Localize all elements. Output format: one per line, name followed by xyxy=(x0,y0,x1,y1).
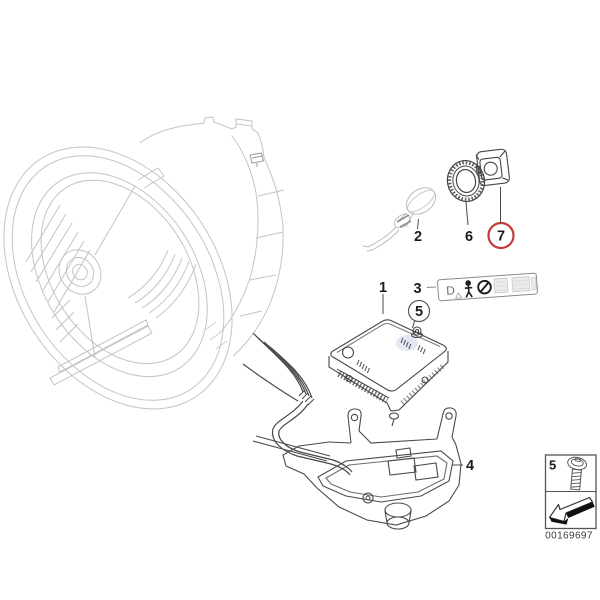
callout-3-label[interactable]: 3 xyxy=(413,281,421,297)
legend-box: 5 xyxy=(544,454,597,530)
wiring-harness-drawing xyxy=(242,332,353,476)
faded-symbol-blocks xyxy=(493,276,537,294)
bulb-drawing xyxy=(362,187,437,252)
screw-icon xyxy=(567,456,587,491)
callout-7-label[interactable]: 7 xyxy=(497,229,505,245)
cover-screw xyxy=(410,326,424,339)
warning-triangle-icon xyxy=(454,292,463,299)
highlight-circle xyxy=(487,221,515,250)
callout-1-label[interactable]: 1 xyxy=(379,280,387,296)
control-unit-drawing xyxy=(328,319,449,412)
info-label-letter: D xyxy=(446,283,456,298)
callout-2[interactable]: 2 xyxy=(414,218,422,245)
callout-6-label[interactable]: 6 xyxy=(465,229,473,245)
removal-direction-arrow-icon xyxy=(548,496,595,525)
callout-7-highlighted[interactable]: 7 xyxy=(487,187,515,250)
headlight-assembly-drawing xyxy=(3,116,285,410)
callout-5-label[interactable]: 5 xyxy=(415,304,423,320)
legend-item-number: 5 xyxy=(549,458,556,473)
callout-1[interactable]: 1 xyxy=(379,280,387,314)
pedestrian-icon xyxy=(464,280,473,298)
callout-5[interactable]: 5 xyxy=(407,299,431,329)
info-label-drawing: D xyxy=(437,272,538,302)
prohibition-icon xyxy=(477,279,492,295)
watermark-blob xyxy=(396,335,418,351)
callouts: 1 2 3 4 5 6 7 xyxy=(379,187,515,474)
callout-4[interactable]: 4 xyxy=(452,458,474,474)
mounting-bracket-drawing xyxy=(252,407,462,530)
part-number: 00169697 xyxy=(545,531,593,542)
callout-6[interactable]: 6 xyxy=(465,201,473,245)
callout-3[interactable]: 3 xyxy=(413,281,437,297)
callout-4-label[interactable]: 4 xyxy=(466,458,474,474)
adjustment-motor-drawing xyxy=(475,148,510,187)
callout-2-label[interactable]: 2 xyxy=(414,229,422,245)
locking-ring-drawing xyxy=(446,159,486,203)
